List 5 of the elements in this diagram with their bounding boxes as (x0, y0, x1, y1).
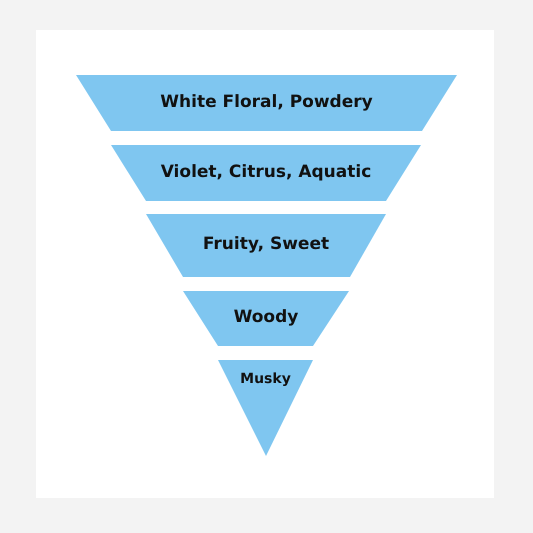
tier-label: White Floral, Powdery (159, 92, 374, 112)
tier-label: Violet, Citrus, Aquatic (160, 162, 372, 182)
tier-label: Fruity, Sweet (202, 234, 330, 254)
tier-label: Musky (239, 370, 292, 387)
tier-label: Woody (232, 307, 300, 328)
